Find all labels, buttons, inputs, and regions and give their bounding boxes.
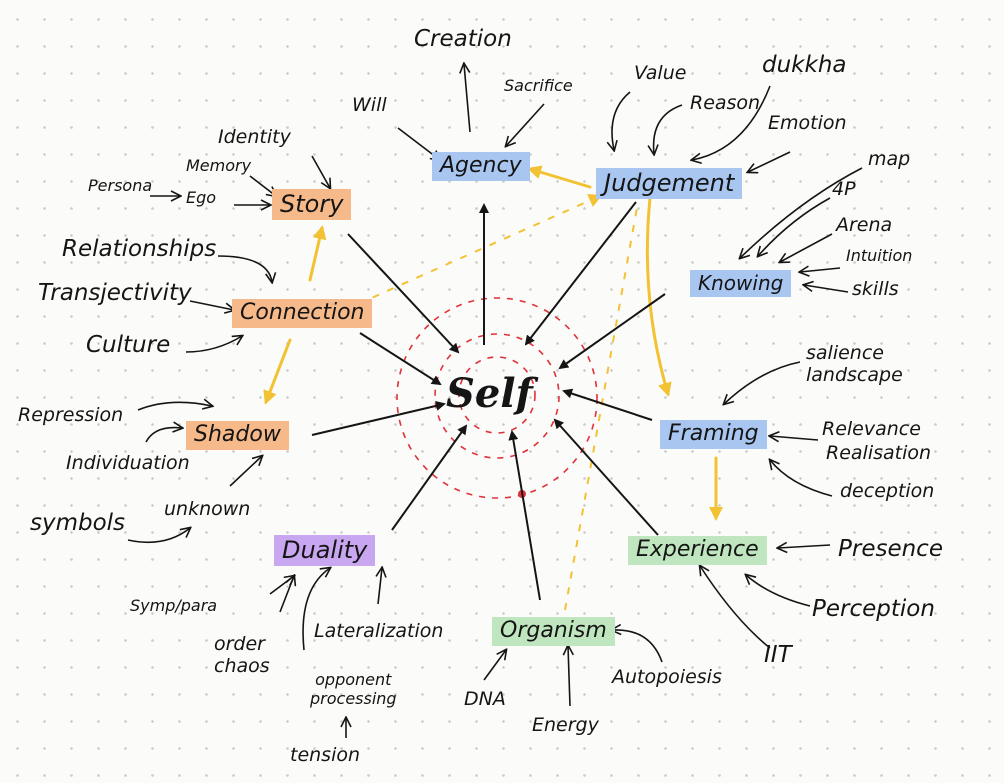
label-persona: Persona	[88, 176, 153, 195]
label-deception: deception	[840, 480, 935, 502]
arrow-shadow-to-self	[311, 400, 446, 436]
label-map: map	[868, 148, 911, 170]
label-lateralization: Lateralization	[314, 620, 444, 642]
label-autopoiesis: Autopoiesis	[612, 666, 722, 688]
label-realisation: Realisation	[826, 442, 932, 464]
label-repression: Repression	[18, 404, 124, 426]
yellow-dashed-arrows	[357, 194, 639, 611]
label-energy: Energy	[532, 714, 599, 736]
label-sacrifice: Sacrifice	[504, 76, 573, 95]
node-experience: Experience	[628, 536, 767, 565]
label-symbols: symbols	[30, 510, 126, 536]
arrow-connection-to-self	[359, 332, 442, 386]
node-knowing: Knowing	[690, 270, 792, 297]
label-unknown: unknown	[164, 498, 251, 520]
arrow-experience-to-self	[553, 418, 659, 536]
label-culture: Culture	[86, 332, 171, 358]
label-arena: Arena	[836, 214, 893, 236]
label-order-chaos: order chaos	[214, 633, 270, 677]
black-arrows	[311, 201, 666, 601]
node-shadow: Shadow	[186, 421, 289, 450]
arrow-story-to-self	[347, 233, 460, 354]
label-memory: Memory	[186, 156, 252, 175]
arrow-judgement-to-agency	[527, 165, 592, 189]
self-center-label: Self	[446, 370, 533, 417]
node-organism: Organism	[492, 617, 615, 646]
arrow-connection-to-story	[308, 225, 327, 282]
label-value: Value	[634, 62, 687, 84]
label-perception: Perception	[812, 596, 935, 622]
label-tension: tension	[290, 744, 361, 766]
label-salience: salience	[806, 342, 884, 364]
label-dna: DNA	[464, 688, 506, 710]
node-duality: Duality	[274, 535, 376, 566]
arrow-framing-to-self	[562, 388, 653, 421]
arrow-duality-to-self	[391, 424, 468, 531]
yellow-arrows	[263, 165, 723, 521]
label-ego: Ego	[186, 188, 217, 207]
self-circles	[396, 297, 598, 499]
label-opponent-processing: opponent processing	[310, 670, 397, 709]
label-individuation: Individuation	[66, 452, 190, 474]
label-iit: IIT	[764, 642, 792, 668]
arrow-knowing-to-self	[558, 293, 666, 370]
node-story: Story	[272, 189, 352, 220]
label-relevance: Relevance	[822, 418, 921, 440]
arrow-organism-to-self	[508, 430, 541, 601]
label-landscape: landscape	[806, 364, 903, 386]
label-dukkha: dukkha	[762, 52, 847, 78]
node-judgement: Judgement	[596, 168, 743, 199]
node-connection: Connection	[232, 299, 373, 328]
label-presence: Presence	[838, 536, 943, 562]
label-intuition: Intuition	[846, 246, 913, 265]
label-skills: skills	[852, 278, 899, 300]
dashed-organism-to-judgement	[564, 201, 639, 611]
label-four-p: 4P	[832, 178, 856, 200]
arrow-judgement-to-framing	[645, 196, 672, 397]
arrow-connection-to-shadow	[263, 338, 292, 405]
label-symp-para: Symp/para	[130, 596, 218, 615]
node-framing: Framing	[660, 420, 767, 449]
arrow-judgement-to-self	[524, 201, 637, 346]
label-relationships: Relationships	[62, 236, 217, 262]
label-reason: Reason	[690, 92, 761, 114]
node-agency: Agency	[432, 152, 530, 181]
label-identity: Identity	[218, 126, 291, 148]
dashed-connection-to-judgement	[357, 194, 603, 305]
label-will: Will	[352, 94, 387, 116]
label-creation: Creation	[414, 26, 512, 52]
label-transjectivity: Transjectivity	[38, 280, 192, 306]
label-emotion: Emotion	[768, 112, 847, 134]
